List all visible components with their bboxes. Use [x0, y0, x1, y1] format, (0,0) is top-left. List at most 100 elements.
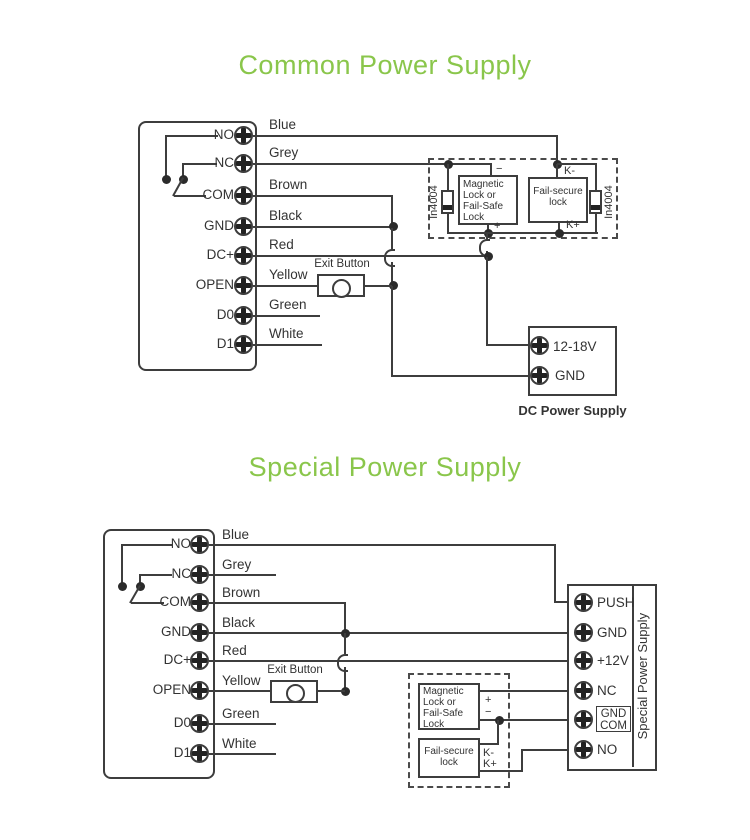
diode-label: In4004 [427, 185, 440, 219]
wire-brown-drop [344, 602, 346, 633]
wire-red [253, 255, 488, 257]
relay-no-lead [122, 544, 172, 546]
no-terminal-label: NO [597, 742, 618, 757]
relay-nc-lead [140, 574, 172, 576]
wire-label-white: White [222, 736, 257, 751]
exit-button-label: Exit Button [267, 664, 323, 676]
terminal-label-com: COM [159, 594, 192, 609]
junction-dot [555, 229, 564, 238]
screw-terminal-icon [234, 306, 253, 325]
wire-brown-drop [391, 195, 393, 228]
diode-label: In4004 [602, 185, 615, 219]
screw-terminal-icon [574, 710, 593, 729]
fail-secure-lock-box [418, 738, 480, 778]
wire-hop [384, 249, 395, 267]
screw-terminal-icon [190, 651, 209, 670]
wire-blue-to-push [554, 601, 576, 603]
12v-terminal-label: +12V [597, 653, 629, 668]
kminus-wire [480, 743, 499, 745]
screw-terminal-icon [234, 154, 253, 173]
wire-label-black: Black [269, 208, 303, 223]
magnetic-plus-wire [480, 690, 574, 692]
k-plus-label: K+ [566, 219, 580, 231]
wire-label-brown: Brown [269, 177, 308, 192]
screw-terminal-icon [190, 681, 209, 700]
relay-no-drop [121, 544, 123, 587]
wire-label-blue: Blue [222, 527, 250, 542]
wire-label-grey: Grey [222, 557, 252, 572]
lock-bottom-rail [447, 232, 598, 234]
wire-label-white: White [269, 326, 304, 341]
k-minus-label: K- [483, 747, 494, 759]
k-minus-label: K- [564, 165, 575, 177]
diode-lead [447, 164, 449, 191]
wire-hop [337, 654, 348, 672]
relay-no-lead [166, 135, 218, 137]
wire-label-blue: Blue [269, 117, 297, 132]
lock-enclosure-dashed-box [428, 158, 618, 239]
terminal-label-open: OPEN [152, 682, 191, 697]
terminal-label-d0: D0 [173, 715, 191, 730]
plus-label: + [485, 694, 492, 706]
screw-terminal-icon [190, 744, 209, 763]
wire-black [209, 632, 575, 634]
magnetic-lock-label: Magnetic Lock or Fail-Safe Lock [423, 686, 464, 730]
wire-yellow [209, 690, 270, 692]
magnetic-lock-label: Magnetic Lock or Fail-Safe Lock [463, 179, 504, 223]
junction-dot [484, 252, 493, 261]
relay-com-lead [174, 195, 206, 197]
terminal-label-no: NO [170, 536, 191, 551]
dc-power-supply-caption: DC Power Supply [518, 403, 627, 418]
wire-blue-drop [554, 544, 556, 603]
wire-white-stub [253, 344, 322, 346]
relay-nc-drop [182, 163, 184, 180]
nc-terminal-label: NC [597, 683, 617, 698]
gnd-return-wire [391, 375, 532, 377]
terminal-label-no: NO [213, 127, 234, 142]
gnd-com-label-box: GND COM [596, 706, 631, 732]
relay-nc-lead [183, 163, 217, 165]
relay-no-contact-dot [118, 582, 127, 591]
gnd-return-wire [391, 228, 393, 250]
junction-dot [341, 687, 350, 696]
relay-nc-drop [139, 574, 141, 587]
terminal-label-nc: NC [214, 155, 235, 170]
wire-label-green: Green [269, 297, 307, 312]
terminal-label-com: COM [202, 187, 235, 202]
wire-yellow [253, 285, 317, 287]
terminal-label-dcplus: DC+ [163, 652, 191, 667]
k-plus-label: K+ [483, 758, 497, 770]
wire-label-brown: Brown [222, 585, 261, 600]
screw-terminal-icon [190, 535, 209, 554]
terminal-label-gnd: GND [161, 624, 191, 639]
wire-black [253, 226, 393, 228]
screw-terminal-icon [234, 335, 253, 354]
diode-lead [447, 213, 449, 234]
gnd-com-label-line2: COM [600, 720, 627, 732]
gnd-return-wire [391, 262, 393, 287]
screw-terminal-icon [234, 217, 253, 236]
kplus-wire [480, 770, 523, 772]
exit-button-wire [365, 285, 392, 287]
screw-terminal-icon [574, 681, 593, 700]
wire-green-stub [209, 723, 276, 725]
terminal-label-d1: D1 [173, 745, 191, 760]
terminal-label-d1: D1 [216, 336, 234, 351]
kplus-riser [521, 749, 523, 771]
screw-terminal-icon [190, 593, 209, 612]
junction-dot [389, 222, 398, 231]
relay-no-contact-dot [162, 175, 171, 184]
relay-no-drop [165, 135, 167, 180]
power-plus-wire [486, 257, 488, 345]
wire-label-red: Red [269, 237, 294, 252]
power-plus-wire [486, 344, 532, 346]
power-plus-wire [486, 233, 488, 241]
wire-blue [253, 135, 557, 137]
diode-lead [595, 163, 597, 191]
magnetic-lock-box [458, 175, 518, 225]
exit-button-icon [286, 684, 305, 703]
diode-lead [595, 213, 597, 234]
screw-terminal-icon [234, 276, 253, 295]
fail-secure-lock-box [528, 177, 588, 223]
